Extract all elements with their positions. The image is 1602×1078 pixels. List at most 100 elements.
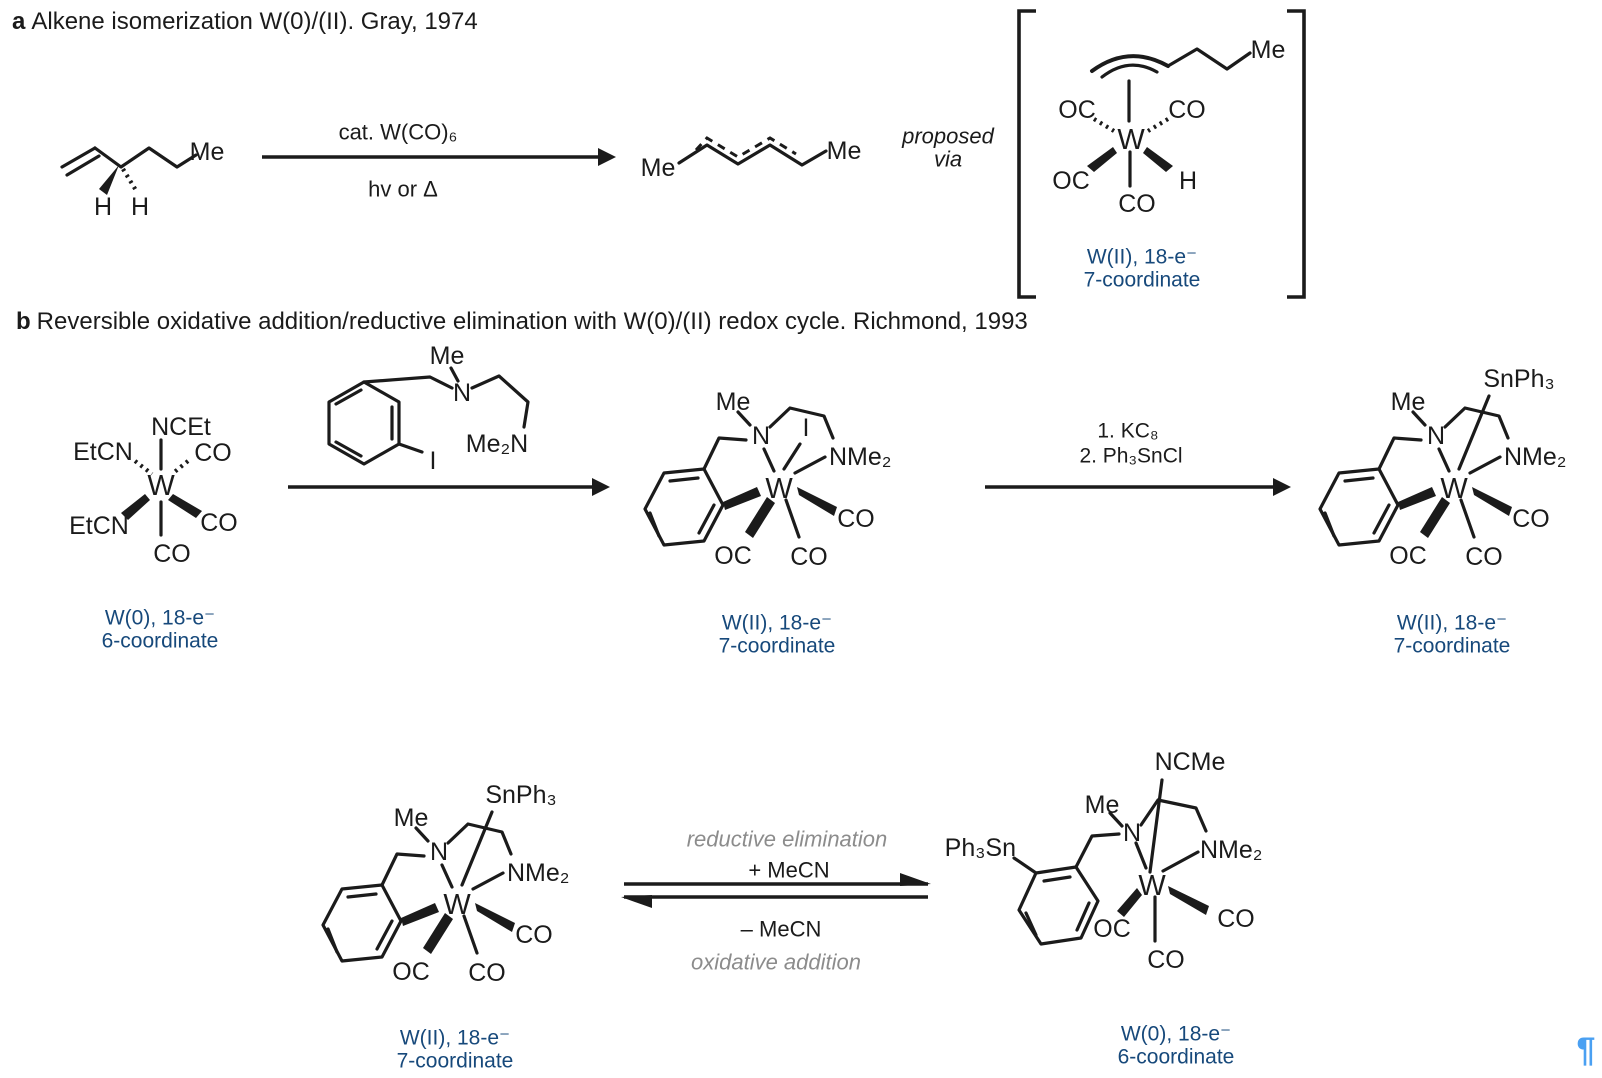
stannyl2-caption-2: 7-coordinate (397, 1050, 514, 1073)
conditions-label: hv or Δ (368, 177, 438, 202)
product-w-label: W (1138, 870, 1166, 902)
proposed-via-note: proposed via (901, 124, 995, 172)
w0-w-label: W (147, 470, 175, 502)
reaction-arrow-b2: 1. KC₈ 2. Ph₃SnCl (985, 420, 1291, 496)
stannyl-w-label: W (1440, 473, 1468, 505)
step2-line2: 2. Ph₃SnCl (1079, 445, 1182, 468)
iodide-co-r-label: CO (837, 505, 875, 533)
stannyl-nme2-label: NMe₂ (1504, 443, 1567, 471)
iodide-i-label: I (803, 414, 810, 442)
w0-etcn-tl-label: EtCN (73, 438, 133, 466)
product-nme2-label: NMe₂ (1200, 836, 1263, 864)
forward-process-label: reductive elimination (687, 827, 888, 852)
reactant-h-right-label: H (131, 193, 149, 221)
product-oc-label: OC (1093, 915, 1131, 943)
intermediate-oc-bl-label: OC (1052, 167, 1090, 195)
product-ncme-label: NCMe (1155, 748, 1226, 776)
product-co-r-label: CO (1217, 905, 1255, 933)
bracket-left (1017, 9, 1036, 299)
ligand-i-label: I (430, 447, 437, 475)
iodide-complex: Me N I NMe₂ W OC CO CO W(II), 18-e⁻ 7-co… (643, 388, 892, 658)
stannyl2-co-b-label: CO (468, 959, 506, 987)
stannyl-oc-label: OC (1389, 542, 1427, 570)
iodide-oc-label: OC (714, 542, 752, 570)
stannyl-complex-row2: SnPh₃ Me N NMe₂ W OC CO CO W(II), 18-e⁻ … (1318, 365, 1567, 658)
intermediate-h-label: H (1179, 167, 1197, 195)
intermediate-co-b-label: CO (1118, 190, 1156, 218)
pentene-reactant: Me H H (60, 138, 225, 221)
iodide-n-label: N (752, 422, 770, 450)
stannyl2-snph3-label: SnPh₃ (485, 781, 556, 809)
ligand-n-label: N (453, 379, 471, 407)
w0-product-complex: NCMe Me Ph₃Sn N NMe₂ W OC CO CO W(0), 18… (945, 748, 1263, 1069)
product-caption-1: W(0), 18-e⁻ (1121, 1023, 1231, 1046)
bracketed-intermediate: Me OC CO W OC H CO W(II), 18-e⁻ 7-coordi… (1017, 9, 1306, 299)
iodide-me-label: Me (716, 388, 751, 416)
w0-caption-1: W(0), 18-e⁻ (105, 607, 215, 630)
panel-a-letter: a (12, 8, 26, 35)
stannyl2-oc-label: OC (392, 958, 430, 986)
w0-ncet-label: NCEt (151, 413, 211, 441)
w0-caption-2: 6-coordinate (102, 630, 219, 653)
iodide-w-label: W (765, 473, 793, 505)
panel-b-title-text: Reversible oxidative addition/reductive … (36, 308, 1028, 335)
reaction-arrow-b1 (288, 478, 610, 496)
w0-co-tr-label: CO (194, 439, 232, 467)
iodide-nme2-label: NMe₂ (829, 443, 892, 471)
w0-etcn-bl-label: EtCN (69, 512, 129, 540)
stannyl2-co-r-label: CO (515, 921, 553, 949)
stannyl2-me-label: Me (394, 804, 429, 832)
product-co-b-label: CO (1147, 946, 1185, 974)
panel-a-title-text: Alkene isomerization W(0)/(II). Gray, 19… (31, 8, 478, 35)
product-me-label: Me (1085, 791, 1120, 819)
reactant-h-left-label: H (94, 193, 112, 221)
intermediate-oc-tl-label: OC (1058, 96, 1096, 124)
reaction-arrow-a: cat. W(CO)₆ hv or Δ (262, 120, 616, 202)
w0-co-b-label: CO (153, 540, 191, 568)
product-me-left-label: Me (641, 154, 676, 182)
pilcrow-mark: ¶ (1577, 1031, 1596, 1069)
iodide-caption-2: 7-coordinate (719, 635, 836, 658)
stannyl2-n-label: N (430, 838, 448, 866)
stannyl-co-r-label: CO (1512, 505, 1550, 533)
stannyl2-caption-1: W(II), 18-e⁻ (400, 1027, 510, 1050)
product-caption-2: 6-coordinate (1118, 1046, 1235, 1069)
product-me-right-label: Me (827, 137, 862, 165)
stannyl2-nme2-label: NMe₂ (507, 859, 570, 887)
reverse-reagent-label: – MeCN (741, 917, 822, 942)
bracket-right (1287, 9, 1306, 299)
iodide-caption-1: W(II), 18-e⁻ (722, 612, 832, 635)
stannyl-complex-bottom: SnPh₃ Me N NMe₂ W OC CO CO W(II), 18-e⁻ … (321, 781, 570, 1073)
stannyl-caption-1: W(II), 18-e⁻ (1397, 612, 1507, 635)
proposed-line2: via (934, 147, 962, 172)
stannyl-me-label: Me (1391, 388, 1426, 416)
ligand-me-label: Me (430, 342, 465, 370)
catalyst-label: cat. W(CO)₆ (339, 120, 458, 145)
intermediate-caption-2: 7-coordinate (1084, 269, 1201, 292)
stannyl-n-label: N (1427, 422, 1445, 450)
reactant-me-label: Me (190, 138, 225, 166)
stannyl-co-b-label: CO (1465, 543, 1503, 571)
forward-reagent-label: + MeCN (748, 858, 829, 883)
panel-b-letter: b (16, 308, 31, 335)
w0-hexacarbonyl-start: NCEt EtCN CO W EtCN CO CO W(0), 18-e⁻ 6-… (69, 413, 238, 653)
product-n-label: N (1123, 819, 1141, 847)
step2-line1: 1. KC₈ (1097, 420, 1158, 443)
iodide-co-b-label: CO (790, 543, 828, 571)
w0-co-br-label: CO (200, 509, 238, 537)
intermediate-caption-1: W(II), 18-e⁻ (1087, 246, 1197, 269)
reverse-process-label: oxidative addition (691, 950, 861, 975)
aminobenzyl-iodide-ligand: Me N Me₂N I (327, 342, 530, 475)
stannyl-snph3-label: SnPh₃ (1483, 365, 1554, 393)
intermediate-me-label: Me (1251, 36, 1286, 64)
ligand-me2n-label: Me₂N (466, 430, 529, 458)
stannyl-caption-2: 7-coordinate (1394, 635, 1511, 658)
hexadiene-product: Me Me (641, 136, 862, 182)
stannyl2-w-label: W (443, 889, 471, 921)
intermediate-co-tr-label: CO (1168, 96, 1206, 124)
equilibrium-arrows: reductive elimination + MeCN – MeCN oxid… (621, 827, 931, 975)
proposed-line1: proposed (901, 124, 995, 149)
